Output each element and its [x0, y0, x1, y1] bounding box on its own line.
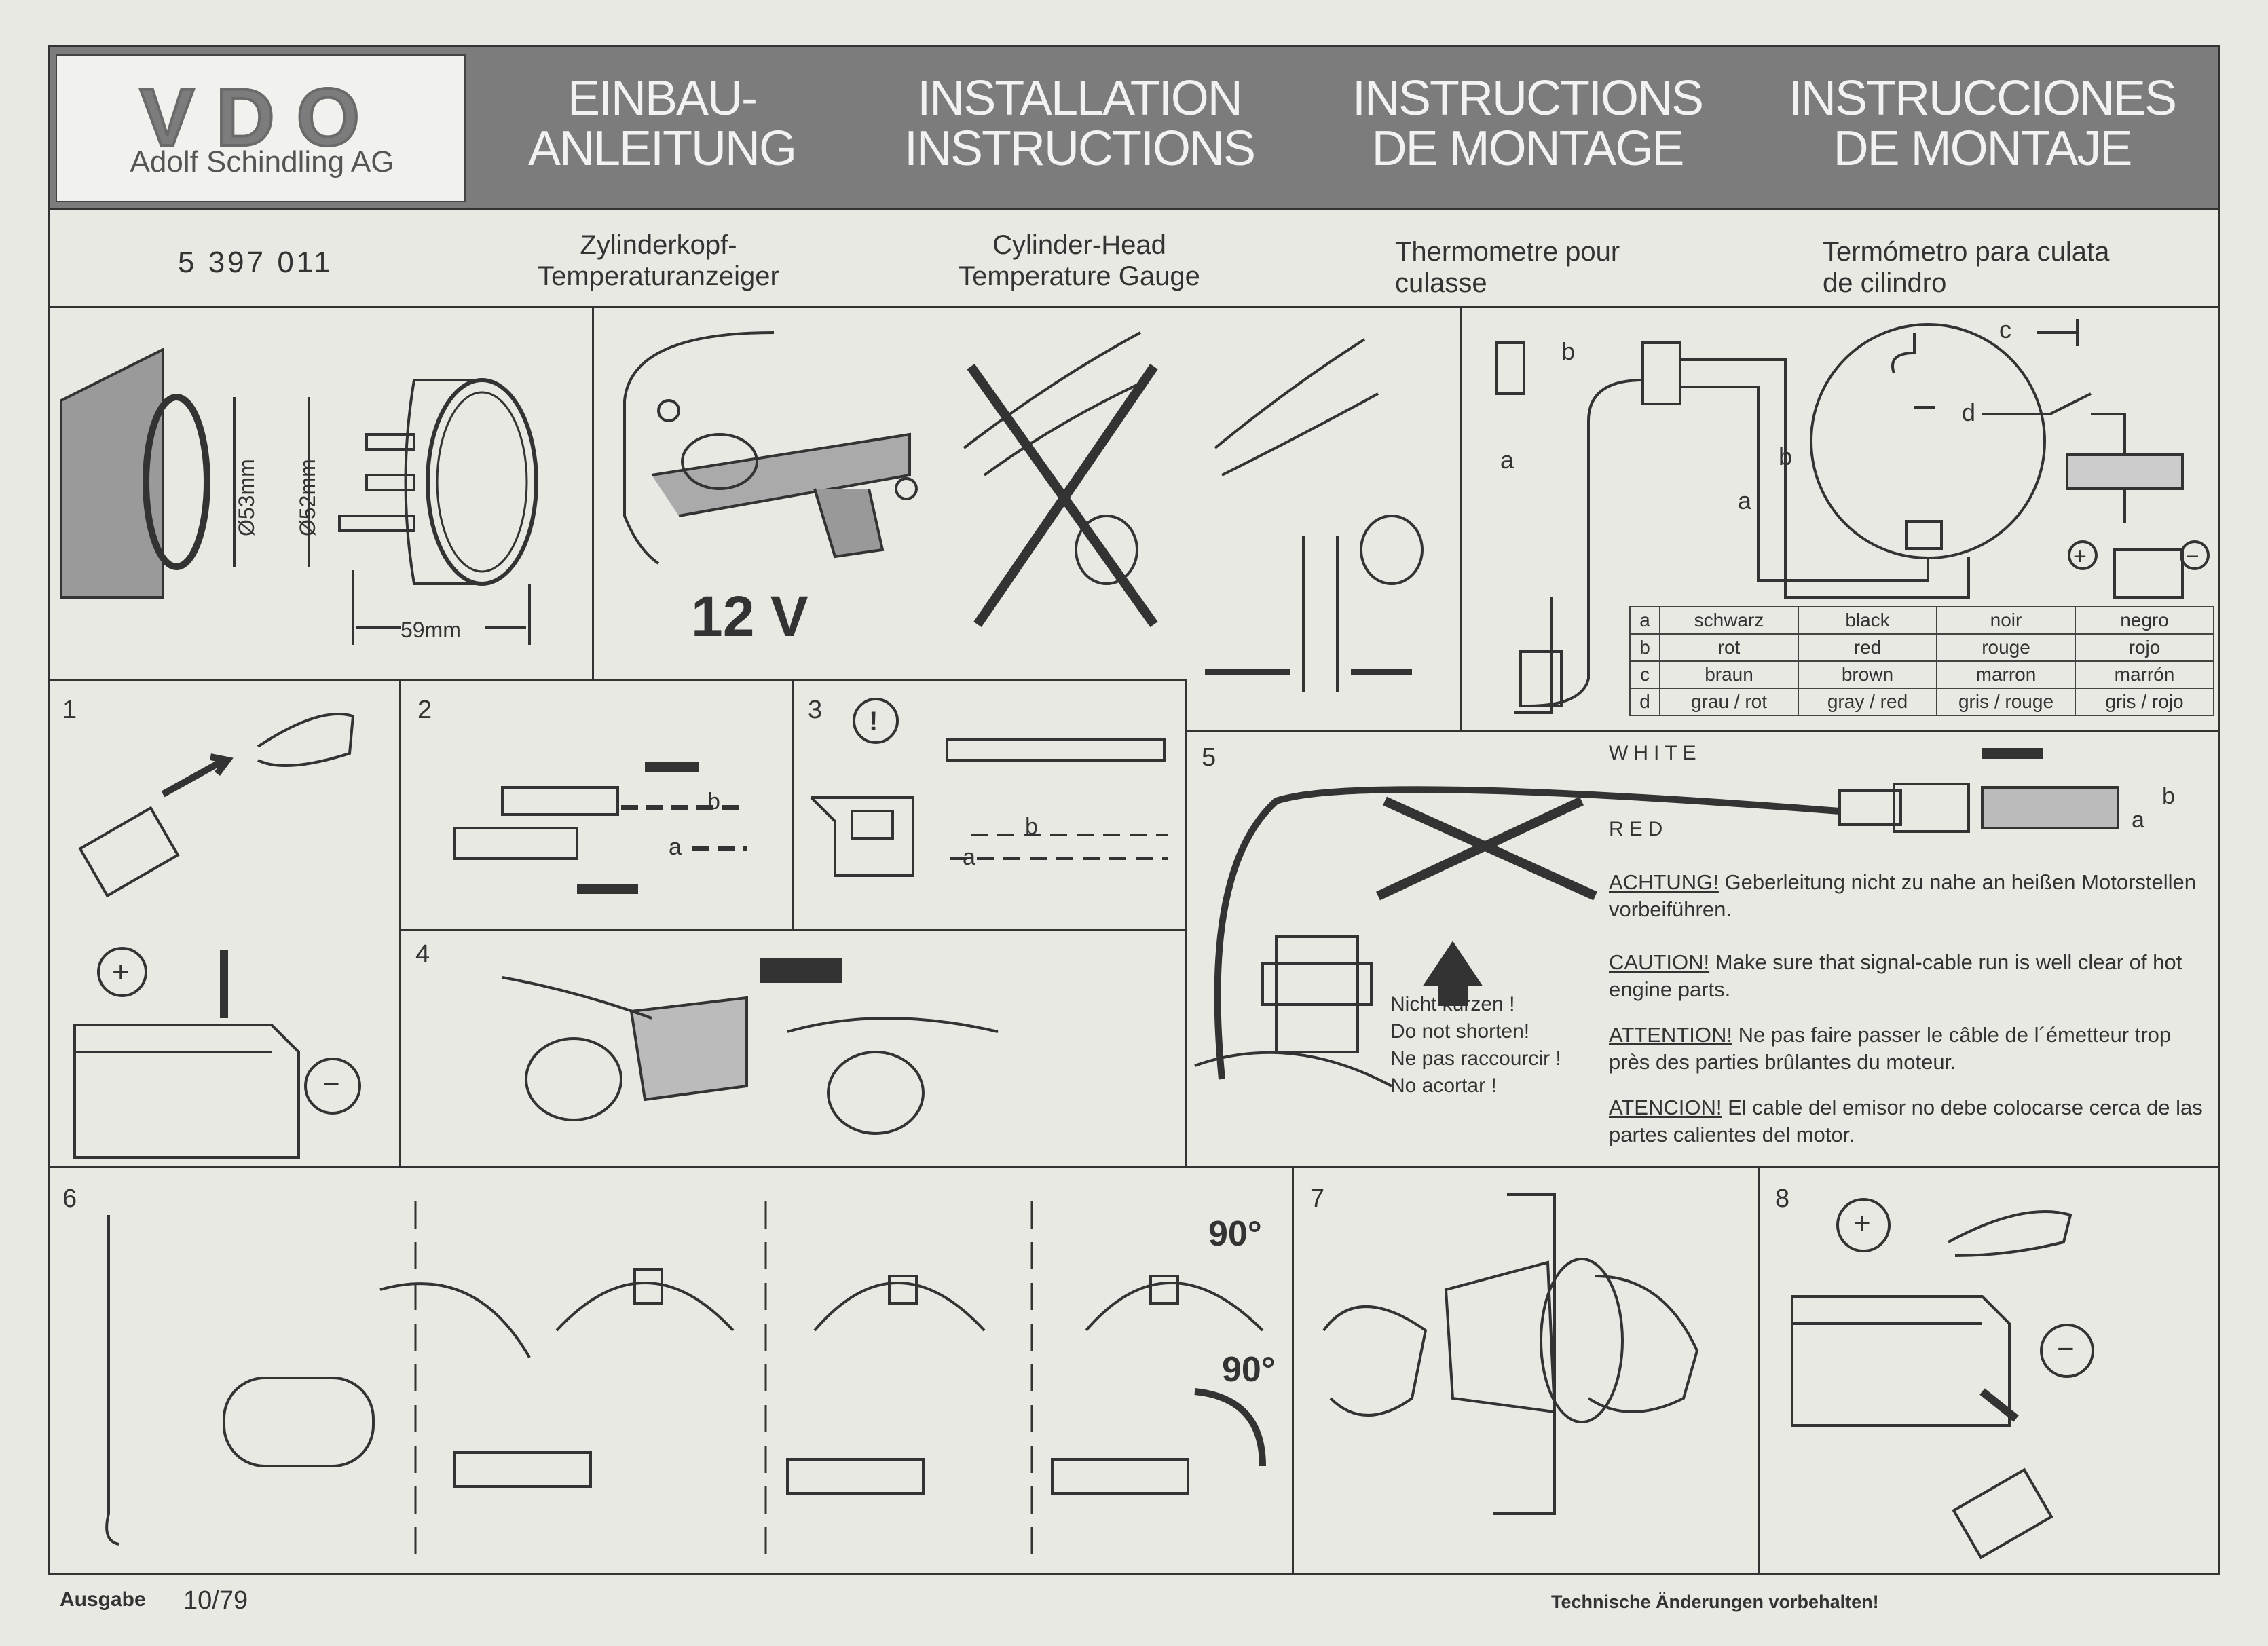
subheader-row — [48, 208, 2220, 308]
do-not-shorten-note: Nicht kürzen ! Do not shorten! Ne pas ra… — [1390, 993, 1561, 1097]
wire-white-label: WHITE — [1609, 742, 1702, 764]
step-number-1: 1 — [62, 696, 77, 724]
step-number-4: 4 — [415, 940, 430, 969]
wire-label-b: b — [1561, 337, 1576, 365]
step7-drawing — [1324, 1195, 1697, 1514]
divider — [1185, 730, 2220, 732]
voltage-label: 12 V — [691, 584, 808, 648]
sheet-border — [48, 45, 2220, 1575]
battery-plus: + — [2073, 544, 2087, 569]
step3-drawing — [811, 699, 1168, 876]
step-number-5: 5 — [1202, 743, 1216, 772]
divider — [399, 679, 401, 1166]
dashboard-drawing — [625, 333, 916, 563]
brand-logo: VDO — [138, 71, 382, 164]
desc-de: Zylinderkopf-Temperaturanzeiger — [538, 230, 779, 291]
wire-label-a2: a — [1738, 487, 1752, 515]
step2-label-b: b — [707, 789, 720, 815]
step6-angle-upper: 90° — [1208, 1214, 1262, 1254]
changes-notice: Technische Änderungen vorbehalten! — [1551, 1592, 1879, 1612]
wire-label-a: a — [1500, 446, 1514, 474]
edition-label: Ausgabe — [60, 1588, 146, 1611]
title-de: EINBAU-ANLEITUNG — [527, 71, 797, 176]
warning-en: CAUTION! Make sure that signal-cable run… — [1609, 950, 2182, 1001]
step-number-3: 3 — [808, 696, 823, 724]
step5-label-a: a — [2132, 807, 2144, 833]
step5-label-b: b — [2162, 783, 2175, 809]
edition-value: 10/79 — [183, 1586, 248, 1615]
wire-label-b2: b — [1779, 443, 1793, 470]
step2-drawing — [455, 767, 747, 889]
step8-plus: + — [1853, 1207, 1871, 1240]
wire-label-d: d — [1962, 398, 1976, 426]
warning-es: ATENCION! El cable del emisor no debe co… — [1609, 1096, 2203, 1146]
step-number-8: 8 — [1775, 1184, 1790, 1213]
step3-label-a: a — [963, 844, 975, 870]
divider — [399, 929, 1185, 931]
clamp-drawing — [964, 333, 1422, 692]
divider — [1758, 1166, 1760, 1575]
step-number-2: 2 — [417, 696, 432, 724]
step1-drawing — [75, 714, 360, 1157]
divider — [1460, 308, 1462, 730]
step6-angle-lower: 90° — [1222, 1350, 1276, 1389]
step2-label-a: a — [669, 834, 682, 860]
step8-minus: − — [2057, 1332, 2075, 1366]
step1-plus: + — [112, 956, 130, 989]
battery-minus: − — [2186, 544, 2199, 569]
step5-drawing — [1195, 753, 2118, 1086]
part-number: 5 397 011 — [178, 246, 333, 279]
divider — [48, 679, 1185, 681]
divider — [1185, 679, 1187, 732]
wire-red-label: RED — [1609, 818, 1669, 840]
dim-outer: Ø53mm — [234, 459, 259, 536]
step-number-7: 7 — [1310, 1184, 1325, 1213]
step8-drawing — [1792, 1199, 2093, 1558]
step3-label-b: b — [1025, 814, 1038, 840]
divider — [48, 1166, 2220, 1168]
company-name: Adolf Schindling AG — [130, 145, 394, 179]
step4-drawing — [502, 971, 998, 1134]
step3-exclaim: ! — [869, 707, 878, 736]
dim-inner: Ø52mm — [295, 459, 320, 536]
divider — [1292, 1166, 1294, 1575]
warning-fr: ATTENTION! Ne pas faire passer le câble … — [1609, 1023, 2172, 1074]
wiring-diagram — [1497, 319, 2208, 713]
gauge-dimension-drawing — [61, 350, 536, 645]
step-number-6: 6 — [62, 1184, 77, 1213]
divider — [592, 308, 594, 679]
logo-box: VDO Adolf Schindling AG — [56, 54, 466, 202]
warning-de: ACHTUNG! Geberleitung nicht zu nahe an h… — [1609, 870, 2197, 921]
wire-label-c: c — [1999, 316, 2011, 343]
step6-drawing — [107, 1201, 1263, 1561]
step1-minus: − — [322, 1068, 340, 1101]
divider — [792, 679, 794, 929]
dim-depth: 59mm — [401, 618, 461, 642]
divider — [1185, 730, 1187, 1166]
